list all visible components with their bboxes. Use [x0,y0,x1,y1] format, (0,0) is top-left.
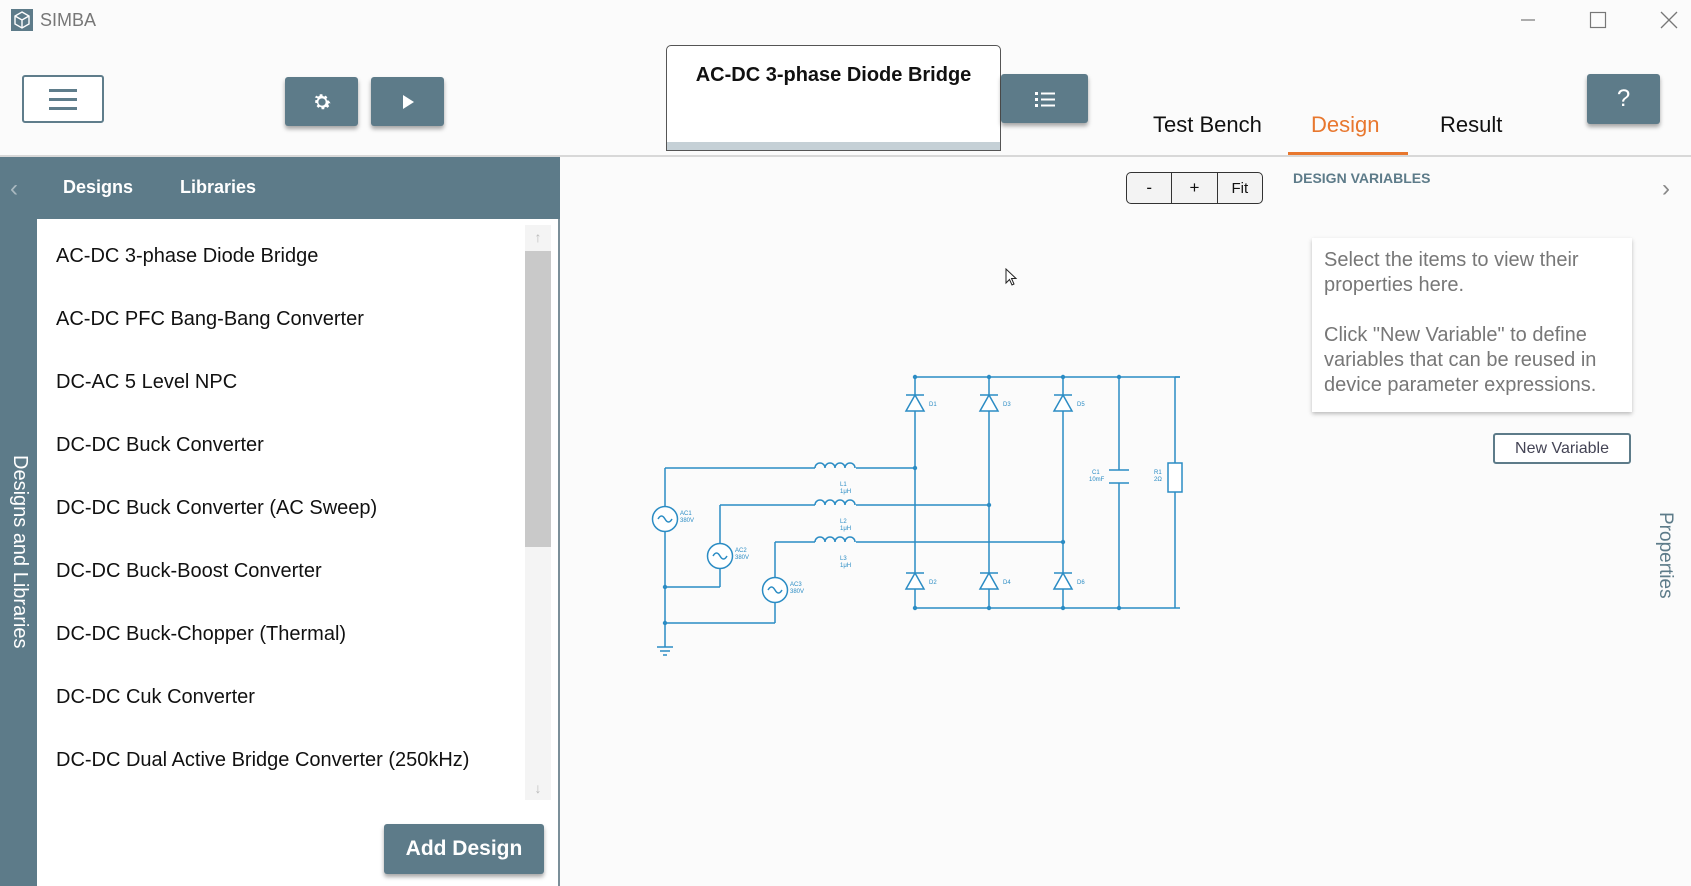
design-title: AC-DC 3-phase Diode Bridge [695,64,972,86]
ac3-value: 380V [790,589,804,595]
gear-icon [314,93,331,109]
diode-label: D3 [1003,402,1011,408]
l3-value: 1μH [840,563,851,569]
l2-value: 1μH [840,526,851,532]
app-title: SIMBA [40,10,97,30]
c1-name: C1 [1092,470,1100,476]
properties-info-card: Select the items to view their propertie… [1312,238,1632,412]
list-item[interactable]: DC-AC 5 Level NPC [56,371,238,393]
l2-name: L2 [840,519,847,525]
add-design-button[interactable]: Add Design [384,824,544,874]
minimize-button[interactable] [1506,4,1550,36]
zoom-controls: - + Fit [1126,172,1263,204]
tab-libraries[interactable]: Libraries [180,177,257,197]
close-icon [1660,11,1678,29]
maximize-icon [1589,11,1607,29]
play-icon [402,94,414,109]
left-panel-header: Designs Libraries [37,157,560,219]
diode-label: D6 [1077,580,1085,586]
r1-name: R1 [1154,470,1162,476]
ac2-name: AC2 [735,548,747,554]
list-item[interactable]: AC-DC 3-phase Diode Bridge [56,245,319,267]
r1-value: 2Ω [1154,477,1162,483]
list-item[interactable]: AC-DC PFC Bang-Bang Converter [56,308,364,330]
tab-result[interactable]: Result [1440,112,1503,137]
rail-label: Designs and Libraries [9,455,31,649]
diode-label: D2 [929,580,937,586]
zoom-fit-button[interactable]: Fit [1231,179,1249,197]
list-item[interactable]: DC-DC Cuk Converter [56,686,255,708]
mouse-cursor-icon [1005,268,1018,286]
zoom-out-button[interactable]: - [1127,173,1173,203]
collapse-left-icon[interactable]: ‹ [10,175,18,202]
list-item[interactable]: DC-DC Dual Active Bridge Converter (250k… [56,749,470,771]
list-icon [1034,91,1055,107]
zoom-in-button[interactable]: + [1172,173,1218,203]
title-bar: SIMBA [0,0,1691,40]
tab-designs[interactable]: Designs [63,177,134,197]
c1-value: 10mF [1089,477,1105,483]
list-item[interactable]: DC-DC Buck Converter (AC Sweep) [56,497,378,519]
properties-side-tab[interactable]: Properties [1655,512,1676,599]
simba-logo-icon [11,9,33,31]
list-item[interactable]: DC-DC Buck-Chopper (Thermal) [56,623,347,645]
scroll-thumb[interactable] [525,251,551,547]
expand-right-icon[interactable]: › [1662,175,1670,202]
maximize-button[interactable] [1576,4,1620,36]
list-item[interactable]: DC-DC Buck-Boost Converter [56,560,322,582]
active-tab-indicator [1288,152,1408,155]
schematic-canvas[interactable] [560,157,1288,886]
list-item[interactable]: DC-DC Buck Converter [56,434,264,456]
scroll-down-icon[interactable]: ↓ [534,780,542,796]
l1-name: L1 [840,482,847,488]
design-list-button[interactable] [1001,74,1088,123]
close-button[interactable] [1647,4,1691,36]
tab-design[interactable]: Design [1311,112,1380,137]
circuit-schematic[interactable]: AC1 380V AC2 380V AC3 380V L1 1μH L2 1μH… [640,365,1200,685]
info-select-text: Select the items to view their propertie… [1324,249,1579,296]
scroll-up-icon[interactable]: ↑ [534,229,542,245]
ac3-name: AC3 [790,582,802,588]
main-menu-button[interactable] [22,75,104,123]
ac2-value: 380V [735,555,749,561]
designs-list: AC-DC 3-phase Diode Bridge AC-DC PFC Ban… [37,219,560,886]
l1-value: 1μH [840,489,851,495]
run-simulation-button[interactable] [371,77,444,126]
design-title-box[interactable]: AC-DC 3-phase Diode Bridge [666,45,1001,151]
diode-label: D1 [929,402,937,408]
hamburger-icon [49,88,77,92]
new-variable-button[interactable]: New Variable [1493,433,1631,464]
ac1-value: 380V [680,518,694,524]
diode-label: D5 [1077,402,1085,408]
l3-name: L3 [840,556,847,562]
design-variables-title: DESIGN VARIABLES [1293,170,1431,186]
ac1-name: AC1 [680,511,692,517]
settings-button[interactable] [285,77,358,126]
help-button[interactable]: ? [1587,74,1660,124]
tab-test-bench[interactable]: Test Bench [1153,112,1262,137]
minimize-icon [1521,19,1535,21]
info-new-variable-text: Click "New Variable" to define variables… [1324,324,1597,396]
designs-libraries-rail[interactable] [0,157,37,886]
diode-label: D4 [1003,580,1011,586]
